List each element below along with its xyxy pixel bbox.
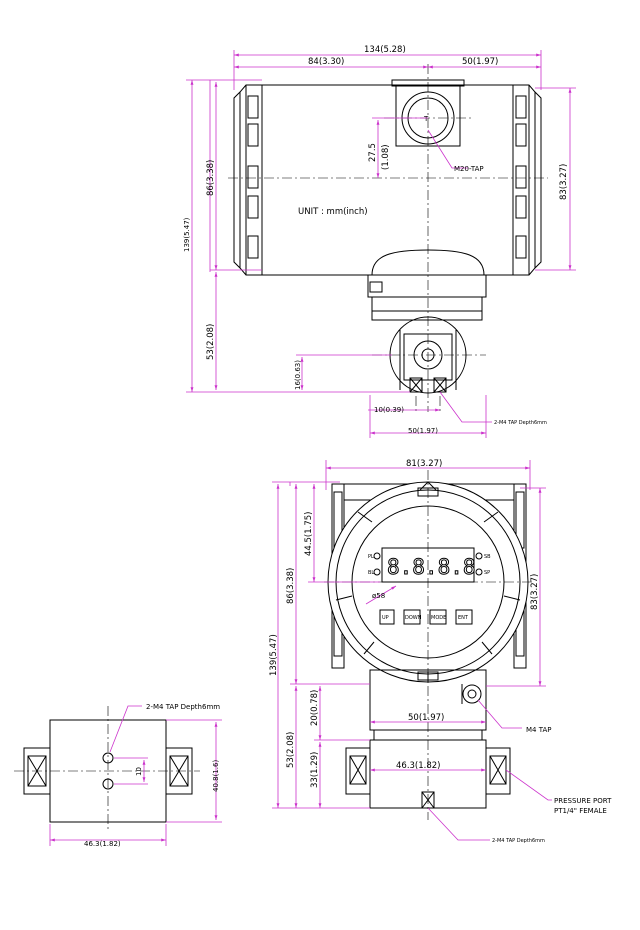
bottom-height-label: 40.8(1.6) — [212, 760, 220, 792]
front-right-height-label: 83(3.27) — [530, 574, 540, 610]
mode-button-label: MODE — [431, 615, 446, 621]
top-view: T 134( — [183, 45, 576, 438]
top-port-offset-label: 27.5 — [368, 143, 378, 162]
top-width-label: 134(5.28) — [364, 45, 406, 55]
top-housing-body — [261, 84, 514, 276]
led-pl-label: PL — [368, 554, 374, 560]
bottom-width-label: 46.3(1.82) — [84, 840, 121, 848]
mode-button — [429, 609, 447, 625]
top-tap-callout: 2-M4 TAP Depth6mm — [439, 391, 547, 426]
diameter-label: ø58 — [372, 592, 385, 600]
led-sp-label: SP — [484, 570, 490, 576]
led-sb-label: SB — [484, 554, 491, 560]
top-dim-port-offset: 27.5 (1.08) — [368, 117, 428, 178]
top-dim-total-height: 139(5.47) — [183, 79, 410, 393]
front-view: 8.8.8.8 PL BL SB SP UP DOWN MODE ENT ø58 — [269, 459, 612, 844]
top-port-label: M20-TAP — [454, 165, 484, 173]
ent-button-label: ENT — [458, 615, 469, 621]
bottom-dim-width: 46.3(1.82) — [49, 824, 167, 848]
front-dim-flange-height: 33(1.29) — [310, 742, 322, 808]
bottom-tap-label: 2-M4 TAP Depth6mm — [146, 703, 220, 711]
top-left-cap — [233, 84, 262, 276]
front-dim-lower-height: 53(2.08) — [286, 686, 298, 808]
front-width-label: 81(3.27) — [406, 459, 442, 469]
unit-label: UNIT : mm(inch) — [298, 207, 368, 217]
down-button-label: DOWN — [405, 615, 422, 621]
top-flange-width-label: 50(1.97) — [408, 427, 438, 435]
top-port-callout: M20-TAP — [427, 129, 484, 173]
bottom-view: 2-M4 TAP Depth6mm 10 40.8(1.6) 46.3(1.82… — [14, 703, 222, 848]
up-button-label: UP — [382, 615, 389, 621]
top-dim-left: 84(3.30) — [234, 57, 428, 69]
top-dim-right: 50(1.97) — [428, 57, 541, 69]
top-right-label: 50(1.97) — [462, 57, 498, 67]
top-right-cap — [513, 84, 542, 276]
pressure-port-label: PRESSURE PORT — [554, 797, 612, 805]
top-body-height-label: 86(3.38) — [206, 160, 216, 196]
top-dim-body-height: 86(3.38) — [206, 80, 262, 272]
front-dim-body-height: 86(3.38) — [286, 482, 370, 685]
down-button — [403, 609, 421, 625]
front-tap-label: 2-M4 TAP Depth6mm — [492, 838, 545, 844]
bottom-dim-height: 40.8(1.6) — [166, 719, 222, 823]
top-dim-hole-spacing: 10(0.39) — [368, 406, 440, 414]
pressure-port-thread-label: PT1/4" FEMALE — [554, 807, 607, 815]
front-tap-callout: 2-M4 TAP Depth6mm — [427, 807, 545, 844]
front-buttons: UP DOWN MODE ENT — [379, 609, 473, 625]
top-dim-right-height: 83(3.27) — [535, 87, 576, 271]
top-dim-flange-width: 50(1.97) — [369, 395, 487, 438]
top-dim-lower-height: 53(2.08) — [206, 272, 218, 390]
top-right-height-label: 83(3.27) — [559, 164, 569, 200]
front-neck-width-label: 50(1.97) — [408, 713, 444, 723]
m4-tap-hole-icon — [462, 684, 482, 704]
bottom-dim-hole-spacing: 10 — [114, 757, 148, 785]
front-dim-width: 81(3.27) — [325, 459, 531, 490]
front-flange-height-label: 33(1.29) — [310, 752, 320, 788]
front-total-height-label: 139(5.47) — [269, 634, 279, 676]
front-display-height-label: 44.5(1.75) — [304, 512, 314, 556]
top-left-label: 84(3.30) — [308, 57, 344, 67]
top-lower-height-label: 53(2.08) — [206, 324, 216, 360]
top-tap-label: 2-M4 TAP Depth6mm — [494, 420, 547, 426]
front-body-height-label: 86(3.38) — [286, 568, 296, 604]
display-digits: 8.8.8.8 — [387, 555, 476, 579]
top-dim-overall-width: 134(5.28) — [233, 45, 542, 90]
front-flange-width-label: 46.3(1.82) — [396, 761, 440, 771]
led-bl-label: BL — [368, 570, 374, 576]
ent-button — [455, 609, 473, 625]
top-neck — [367, 249, 487, 321]
front-m4-label: M4 TAP — [526, 726, 551, 734]
led-bl-icon — [373, 568, 381, 576]
front-port-callout: PRESSURE PORT PT1/4" FEMALE — [505, 769, 612, 815]
front-dim-display-height: 44.5(1.75) — [304, 484, 380, 583]
top-hole-spacing-label: 10(0.39) — [374, 406, 404, 414]
bottom-tap-callout: 2-M4 TAP Depth6mm — [109, 703, 220, 753]
bottom-hole-spacing-label: 10 — [135, 767, 143, 776]
front-m4-callout: M4 TAP — [477, 699, 551, 734]
led-sp-icon — [475, 568, 483, 576]
top-port-offset-inch-label: (1.08) — [381, 144, 391, 170]
front-dim-right-height: 83(3.27) — [486, 487, 546, 687]
front-lower-height-label: 53(2.08) — [286, 732, 296, 768]
front-neck-height-label: 20(0.78) — [310, 690, 320, 726]
up-button — [379, 609, 395, 625]
top-small-height-label: 16(0.63) — [294, 360, 302, 390]
front-display: 8.8.8.8 PL BL SB SP — [368, 547, 491, 583]
svg-text:T: T — [423, 115, 429, 123]
front-dim-neck-height: 20(0.78) — [310, 686, 370, 741]
front-dim-neck-width: 50(1.97) — [370, 713, 486, 724]
top-dim-small-height: 16(0.63) — [294, 354, 392, 390]
front-dim-total-height: 139(5.47) — [269, 481, 370, 809]
led-sb-icon — [475, 552, 483, 560]
led-pl-icon — [373, 552, 381, 560]
front-dim-flange-width: 46.3(1.82) — [370, 761, 486, 772]
top-total-height-label: 139(5.47) — [183, 217, 191, 252]
